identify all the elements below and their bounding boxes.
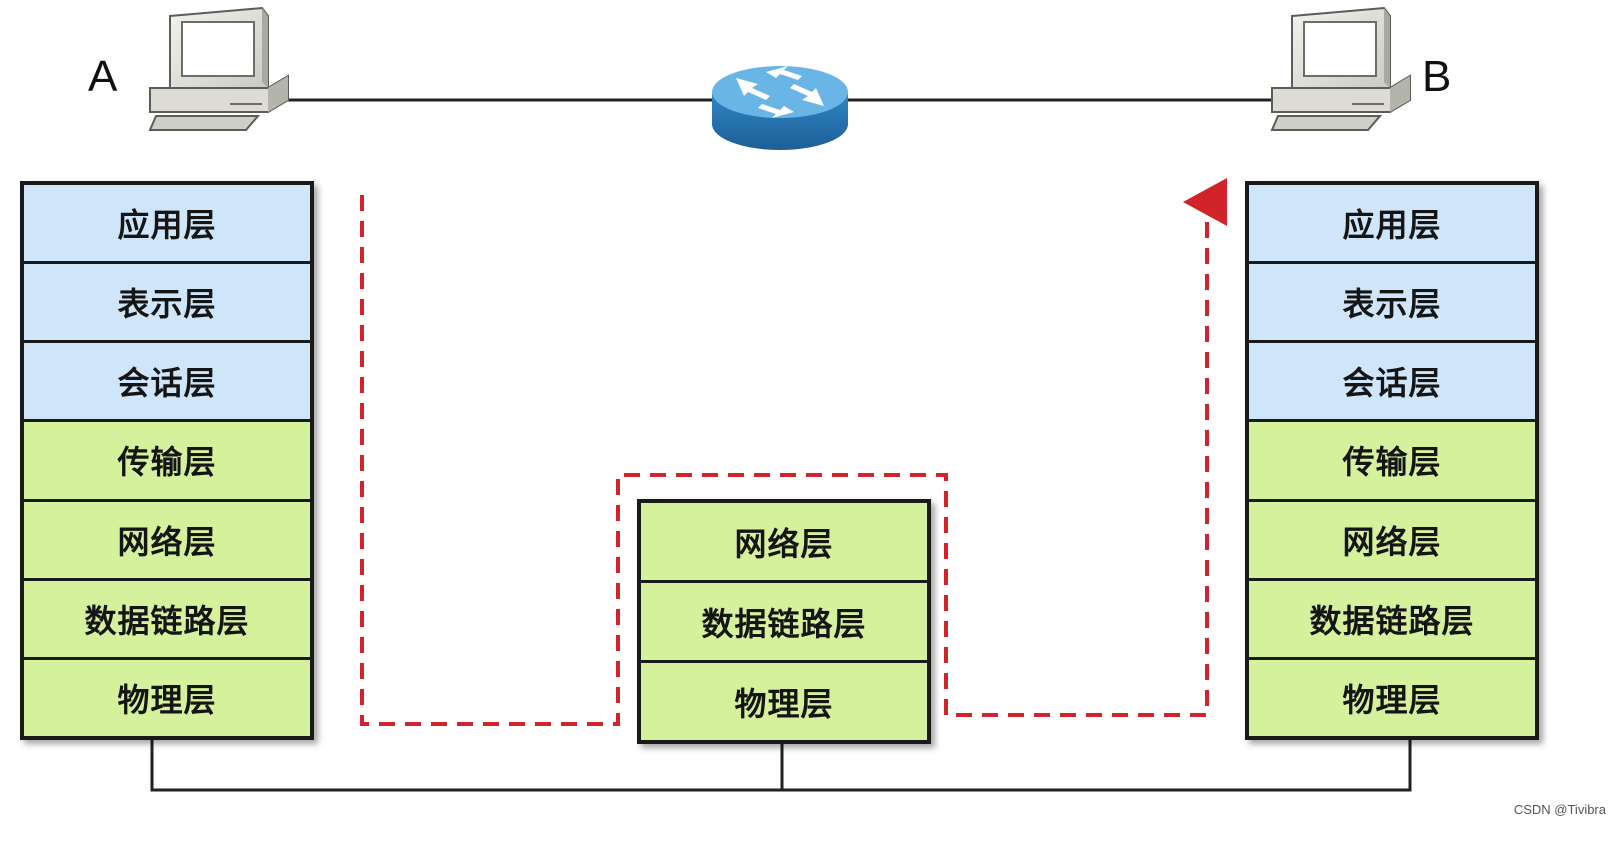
host-b-transport-layer: 传输层 [1249,422,1535,502]
router-icon [712,66,848,150]
physical-bus [150,737,1412,792]
router-data-link-layer: 数据链路层 [641,583,927,663]
host-a-stack: 应用层 表示层 会话层 传输层 网络层 数据链路层 物理层 [20,181,314,740]
computer-icon [1270,6,1411,131]
host-b-stack: 应用层 表示层 会话层 传输层 网络层 数据链路层 物理层 [1245,181,1539,740]
host-a-physical-layer: 物理层 [24,659,310,736]
host-b-session-layer: 会话层 [1249,343,1535,423]
data-path [360,178,1227,726]
host-b-physical-layer: 物理层 [1249,659,1535,736]
host-b-application-layer: 应用层 [1249,185,1535,265]
host-a-transport-layer: 传输层 [24,422,310,502]
host-a-application-layer: 应用层 [24,185,310,265]
host-a-session-layer: 会话层 [24,343,310,423]
host-a-data-link-layer: 数据链路层 [24,580,310,660]
computer-icon [148,6,289,131]
host-b-presentation-layer: 表示层 [1249,264,1535,344]
host-b-network-layer: 网络层 [1249,501,1535,581]
router-network-layer: 网络层 [641,503,927,583]
router-physical-layer: 物理层 [641,663,927,740]
host-b-label: B [1422,52,1452,101]
host-a-presentation-layer: 表示层 [24,264,310,344]
router-stack: 网络层 数据链路层 物理层 [637,499,931,744]
watermark: CSDN @Tivibra [1513,802,1606,817]
host-a-label: A [88,52,118,101]
host-a-network-layer: 网络层 [24,501,310,581]
host-b-data-link-layer: 数据链路层 [1249,580,1535,660]
